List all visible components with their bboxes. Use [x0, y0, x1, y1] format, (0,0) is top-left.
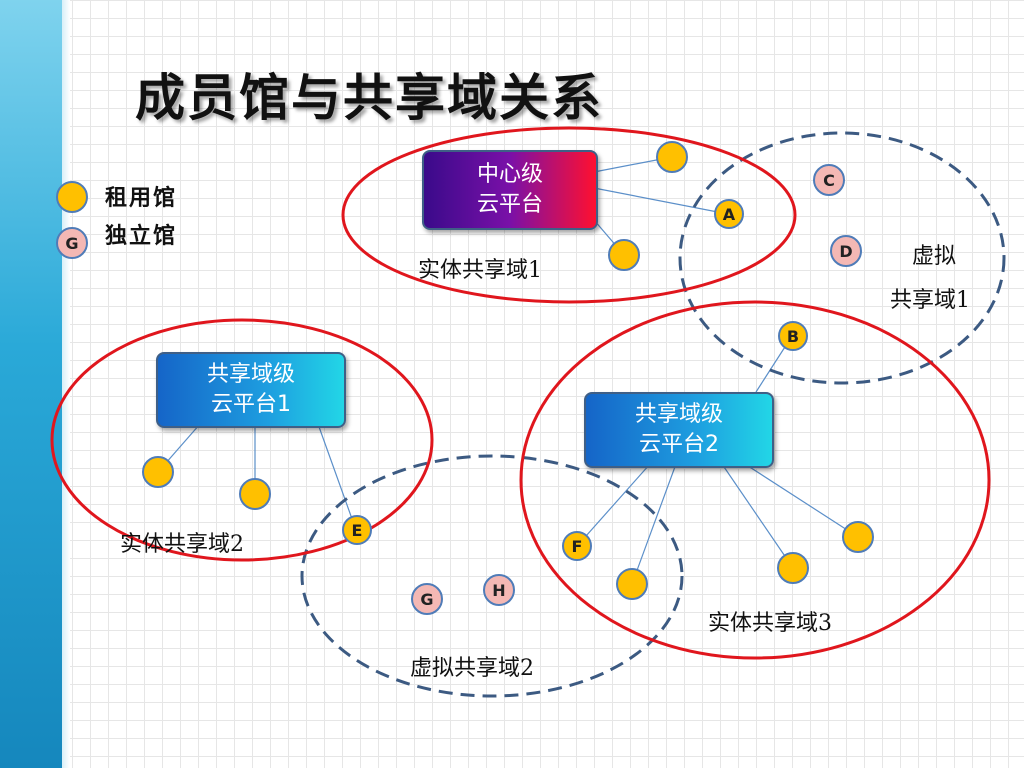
rent-node — [239, 478, 271, 510]
legend-independent-letter: G — [65, 234, 78, 253]
svg-text:A: A — [723, 205, 736, 224]
svg-text:G: G — [420, 590, 433, 609]
connector-center-a — [593, 187, 729, 215]
legend-independent-label: 独立馆 — [105, 223, 178, 249]
entity-domain-2-ellipse — [50, 318, 434, 562]
page-title: 成员馆与共享域关系 — [135, 69, 603, 127]
node-a: A — [714, 199, 744, 229]
rent-node — [616, 568, 648, 600]
center-cloud-platform-box: 中心级 云平台 — [422, 150, 598, 230]
rent-node — [608, 239, 640, 271]
legend-independent-node — [56, 227, 88, 259]
svg-text:D: D — [839, 242, 852, 261]
connector-s2-far-right — [744, 463, 859, 538]
node-g: G — [411, 583, 443, 615]
connector-s1-e — [317, 423, 357, 531]
virtual-domain-2-label: 虚拟共享域2 — [410, 656, 534, 681]
svg-text:F: F — [572, 537, 583, 556]
svg-text:E: E — [352, 521, 363, 540]
entity-domain-2-label: 实体共享域2 — [120, 532, 244, 557]
connector-s2-bottom — [631, 463, 677, 585]
entity-domain-3-ellipse — [519, 300, 991, 660]
legend-rent-label: 租用馆 — [105, 185, 178, 211]
virtual-domain-2-ellipse — [300, 454, 684, 698]
legend-rent-node — [56, 181, 88, 213]
node-f: F — [562, 531, 592, 561]
node-d: D — [830, 235, 862, 267]
node-b: B — [778, 321, 808, 351]
rent-node — [142, 456, 174, 488]
svg-text:C: C — [823, 171, 835, 190]
shared2-box-line1: 共享域级 — [634, 402, 723, 427]
sidebar-edge — [62, 0, 70, 768]
shared1-box-line1: 共享域级 — [206, 362, 295, 387]
shared-domain-platform-2-box: 共享域级 云平台2 — [584, 392, 774, 468]
shared-domain-platform-1-box: 共享域级 云平台1 — [156, 352, 346, 428]
entity-domain-3-label: 实体共享域3 — [708, 611, 832, 636]
svg-text:H: H — [492, 581, 505, 600]
connector-s2-f — [577, 463, 651, 546]
rent-node — [777, 552, 809, 584]
rent-node — [842, 521, 874, 553]
connector-s2-right — [721, 463, 794, 569]
virtual-domain-1-ellipse — [678, 131, 1006, 385]
svg-text:B: B — [787, 327, 799, 346]
virtual-domain-1-label-line1: 虚拟 — [912, 244, 957, 269]
rent-node — [656, 141, 688, 173]
shared2-box-line2: 云平台2 — [639, 432, 719, 457]
rent-nodes — [142, 141, 874, 600]
entity-domain-1-label: 实体共享域1 — [418, 258, 542, 283]
node-e: E — [342, 515, 372, 545]
node-c: C — [813, 164, 845, 196]
sidebar-decoration — [0, 0, 62, 768]
shared1-box-line2: 云平台1 — [211, 392, 291, 417]
virtual-domain-1-label-line2: 共享域1 — [890, 288, 970, 313]
entity-domain-1-ellipse — [341, 126, 797, 304]
center-box-line1: 中心级 — [476, 162, 543, 187]
center-box-line2: 云平台 — [476, 192, 543, 217]
node-h: H — [483, 574, 515, 606]
